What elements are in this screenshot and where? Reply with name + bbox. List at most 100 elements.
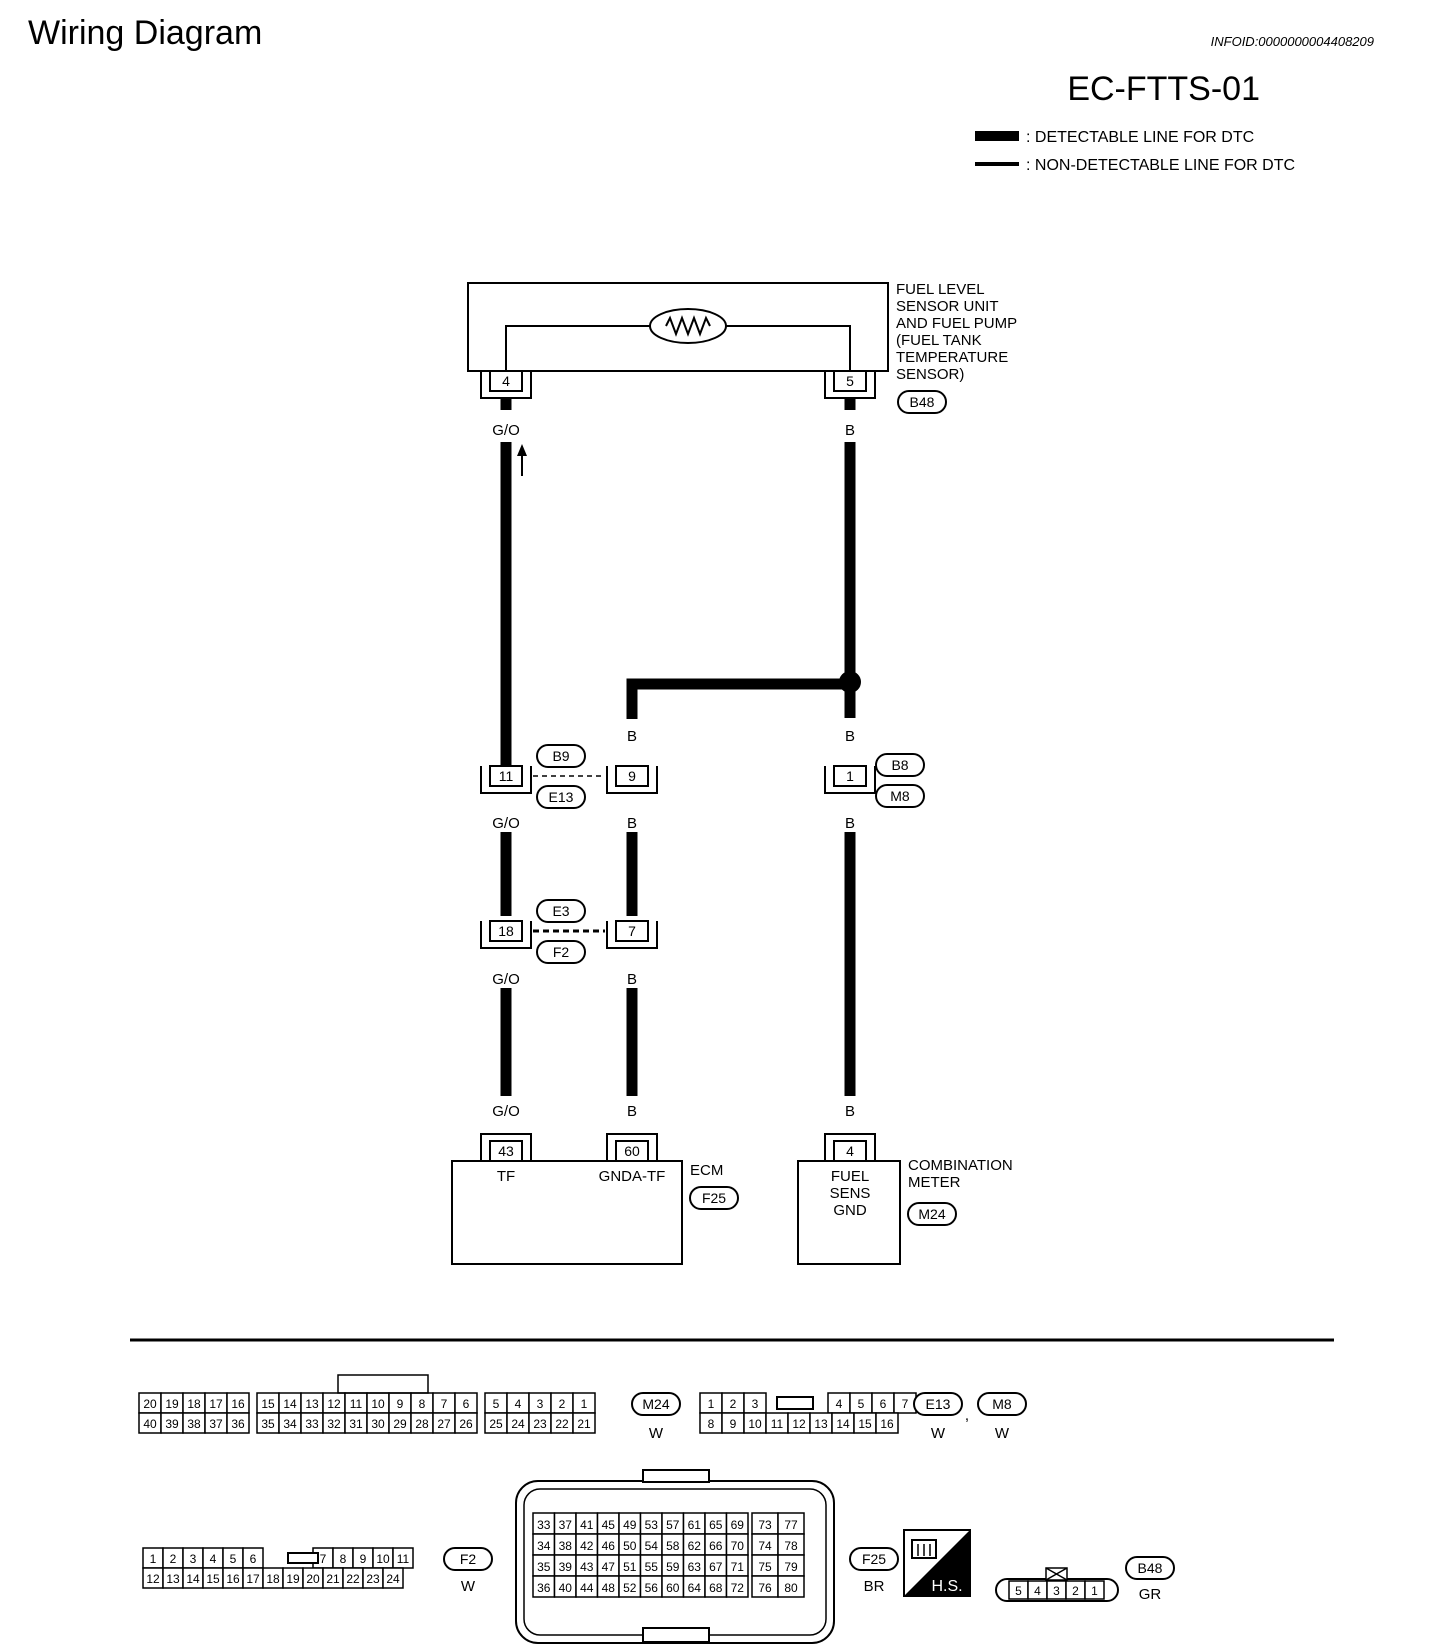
svg-text:11: 11 xyxy=(499,768,514,784)
connector-pin: 15 xyxy=(202,1567,224,1589)
connector-pin: 24 xyxy=(382,1567,404,1589)
wire-color-label: B xyxy=(845,728,855,745)
connector-pin: 40 xyxy=(553,1575,577,1598)
svg-text:4: 4 xyxy=(210,1552,217,1566)
connector-pin: 14 xyxy=(278,1392,302,1414)
svg-text:66: 66 xyxy=(709,1539,723,1553)
connector-pin: 21 xyxy=(322,1567,344,1589)
connector-pin: 73 xyxy=(751,1512,779,1535)
connector-pin: 7 xyxy=(893,1392,917,1414)
svg-text:7: 7 xyxy=(320,1552,327,1566)
connector-pin: 4 xyxy=(202,1547,224,1569)
svg-text:44: 44 xyxy=(580,1581,594,1595)
wire-color-label: B xyxy=(627,815,637,832)
svg-text:23: 23 xyxy=(366,1572,380,1586)
svg-text:39: 39 xyxy=(165,1417,179,1431)
connector-pin: 2 xyxy=(162,1547,184,1569)
svg-text:43: 43 xyxy=(580,1560,594,1574)
svg-text:5: 5 xyxy=(1015,1584,1022,1598)
svg-text:23: 23 xyxy=(533,1417,547,1431)
connector-pin: 9 xyxy=(721,1412,745,1434)
connector-pin: 19 xyxy=(160,1392,184,1414)
connector-badge-m8: M8 xyxy=(890,788,910,804)
svg-text:36: 36 xyxy=(231,1417,245,1431)
connector-pin: 60 xyxy=(661,1575,685,1598)
svg-text:2: 2 xyxy=(1072,1584,1079,1598)
sensor-name-line-6: SENSOR) xyxy=(896,366,964,383)
connector-pin: 28 xyxy=(410,1412,434,1434)
connector-pin: 6 xyxy=(242,1547,264,1569)
svg-text:18: 18 xyxy=(187,1397,201,1411)
ecm-pin-60: 60 xyxy=(624,1143,640,1159)
svg-text:19: 19 xyxy=(165,1397,179,1411)
svg-text:B48: B48 xyxy=(1138,1560,1163,1576)
connector-pin: 18 xyxy=(182,1392,206,1414)
svg-text:27: 27 xyxy=(437,1417,451,1431)
svg-text:F25: F25 xyxy=(862,1551,886,1567)
svg-text:15: 15 xyxy=(261,1397,275,1411)
connector-pin: 8 xyxy=(410,1392,434,1414)
connector-badge-f2: F2 xyxy=(443,1547,493,1571)
connector-pin: 15 xyxy=(853,1412,877,1434)
connector-pin: 61 xyxy=(682,1512,706,1535)
connector-pin: 34 xyxy=(278,1412,302,1434)
connector-pin: 4 xyxy=(827,1392,851,1414)
wire-color-label: B xyxy=(845,1103,855,1120)
connector-pin: 78 xyxy=(777,1533,805,1556)
svg-text:77: 77 xyxy=(784,1518,798,1532)
connector-key xyxy=(287,1552,319,1564)
connector-pin: 23 xyxy=(528,1412,552,1434)
svg-text:53: 53 xyxy=(645,1518,659,1532)
svg-text:E13: E13 xyxy=(926,1396,951,1412)
connector-pin: 33 xyxy=(300,1412,324,1434)
svg-text:38: 38 xyxy=(559,1539,573,1553)
meter-terminal-line-1: FUEL xyxy=(831,1168,869,1185)
svg-text:6: 6 xyxy=(463,1397,470,1411)
connector-pin: 5 xyxy=(484,1392,508,1414)
connector-pin: 2 xyxy=(550,1392,574,1414)
connector-pin: 23 xyxy=(362,1567,384,1589)
connector-pin: 4 xyxy=(1027,1580,1048,1600)
sensor-internal-wire-left xyxy=(505,325,650,371)
meter-terminal-line-2: SENS xyxy=(830,1185,871,1202)
svg-text:16: 16 xyxy=(231,1397,245,1411)
svg-text:37: 37 xyxy=(209,1417,223,1431)
ecm-terminal-tf: TF xyxy=(497,1168,515,1185)
ecm-pin-43: 43 xyxy=(498,1143,514,1159)
connector-pin: 17 xyxy=(242,1567,264,1589)
connector-pin: 24 xyxy=(506,1412,530,1434)
svg-text:79: 79 xyxy=(784,1560,798,1574)
svg-text:21: 21 xyxy=(326,1572,340,1586)
wire-color-label: G/O xyxy=(492,422,520,439)
connector-pin: 43 xyxy=(575,1554,599,1577)
connector-pin: 68 xyxy=(704,1575,728,1598)
svg-text:10: 10 xyxy=(748,1417,762,1431)
connector-pin: 29 xyxy=(388,1412,412,1434)
connector-color-m24: W xyxy=(649,1425,664,1442)
connector-color-e13: W xyxy=(931,1425,946,1442)
svg-text:5: 5 xyxy=(846,373,854,389)
connector-badge-f25: F25 xyxy=(849,1547,899,1571)
connector-pin: 1 xyxy=(572,1392,596,1414)
legend-detectable-label: : DETECTABLE LINE FOR DTC xyxy=(1026,129,1254,146)
connector-pin: 30 xyxy=(366,1412,390,1434)
svg-text:75: 75 xyxy=(758,1560,772,1574)
svg-text:69: 69 xyxy=(731,1518,745,1532)
svg-text:4: 4 xyxy=(1034,1584,1041,1598)
meter-name-line-2: METER xyxy=(908,1174,961,1191)
connector-pin: 1 xyxy=(1084,1580,1105,1600)
svg-text:54: 54 xyxy=(645,1539,659,1553)
svg-text:80: 80 xyxy=(784,1581,798,1595)
svg-text:12: 12 xyxy=(327,1397,341,1411)
connector-pin: 1 xyxy=(699,1392,723,1414)
svg-text:33: 33 xyxy=(537,1518,551,1532)
wire-color-label: G/O xyxy=(492,971,520,988)
connector-pin: 79 xyxy=(777,1554,805,1577)
connector-pin: 14 xyxy=(831,1412,855,1434)
svg-text:13: 13 xyxy=(305,1397,319,1411)
connector-pin: 38 xyxy=(182,1412,206,1434)
connector-pin: 2 xyxy=(1065,1580,1086,1600)
svg-text:1: 1 xyxy=(1091,1584,1098,1598)
connector-pin: 15 xyxy=(256,1392,280,1414)
